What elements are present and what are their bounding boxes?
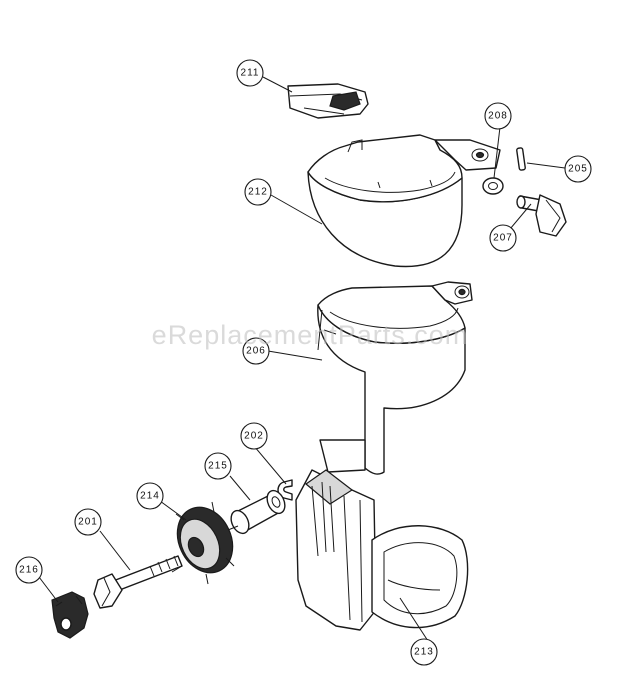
svg-text:213: 213 [414, 647, 434, 658]
svg-text:202: 202 [244, 431, 264, 442]
callout-213: 213 [410, 638, 438, 666]
svg-text:201: 201 [78, 517, 98, 528]
callout-207: 207 [489, 224, 517, 252]
part-216-wing-knob[interactable] [51, 591, 89, 639]
svg-text:215: 215 [208, 461, 228, 472]
part-208-washer[interactable] [482, 177, 504, 195]
callout-215: 215 [204, 452, 232, 480]
callout-211: 211 [236, 59, 264, 87]
part-207-pivot-bolt[interactable] [516, 194, 567, 237]
callout-201: 201 [74, 508, 102, 536]
callout-205: 205 [564, 155, 592, 183]
svg-text:208: 208 [488, 111, 508, 122]
svg-text:206: 206 [246, 346, 266, 357]
svg-text:216: 216 [19, 565, 39, 576]
part-211-latch[interactable] [287, 83, 369, 119]
svg-text:212: 212 [248, 187, 268, 198]
callout-202: 202 [240, 422, 268, 450]
svg-text:214: 214 [140, 491, 160, 502]
svg-text:211: 211 [241, 68, 260, 79]
callout-214: 214 [136, 482, 164, 510]
part-212-upper-clamp-ring[interactable] [307, 134, 501, 268]
part-201-shoulder-bolt[interactable] [93, 555, 183, 609]
svg-text:205: 205 [568, 164, 588, 175]
callout-212: 212 [244, 178, 272, 206]
callout-216: 216 [15, 556, 43, 584]
part-214-gear[interactable] [167, 498, 243, 585]
part-215-axle-sleeve[interactable] [228, 488, 289, 537]
part-206-clamp-body[interactable] [317, 281, 473, 475]
callout-206: 206 [242, 337, 270, 365]
part-213-cradle-base[interactable] [295, 469, 469, 631]
part-205-pin[interactable] [516, 147, 526, 171]
callout-208: 208 [484, 102, 512, 130]
svg-text:207: 207 [493, 233, 513, 244]
